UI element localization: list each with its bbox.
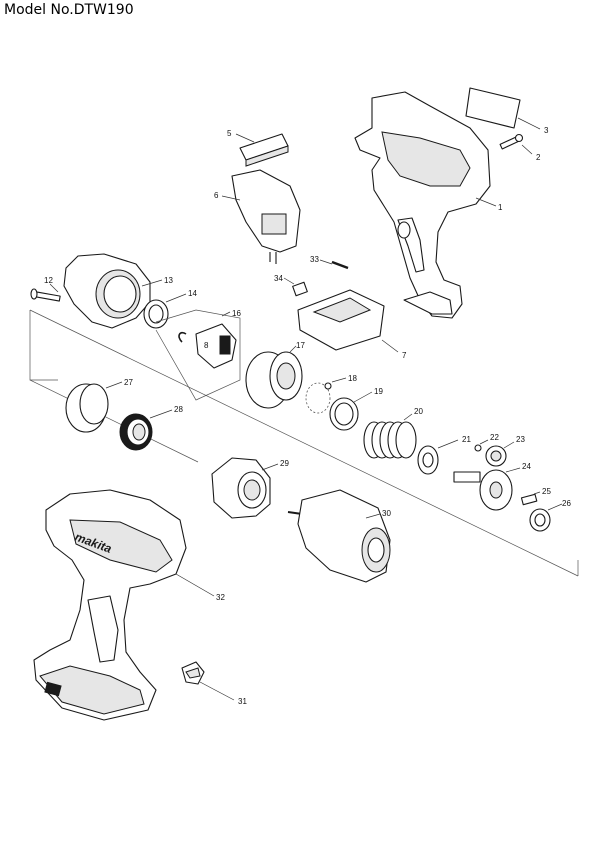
part-32-housing-set: makita 32 (33, 489, 225, 721)
part-23-gear: 23 (485, 435, 525, 467)
callout-21: 21 (462, 435, 471, 444)
callout-18: 18 (348, 374, 357, 383)
part-2-screw: 2 (499, 133, 541, 162)
part-16-anvil: 16 8 (155, 309, 241, 401)
model-number-title: Model No.DTW190 (4, 2, 134, 18)
part-1-housing-half: 1 (354, 91, 503, 319)
callout-23: 23 (516, 435, 525, 444)
part-20-spring: 20 (363, 407, 423, 459)
part-28-ball-bearing: 28 (119, 405, 183, 451)
callout-1: 1 (498, 203, 503, 212)
callout-34: 34 (274, 274, 283, 283)
part-27-ring: 27 (65, 378, 133, 433)
part-21-washer: 21 (417, 435, 471, 475)
part-31-latch: 31 (181, 661, 247, 706)
callout-29: 29 (280, 459, 289, 468)
callout-6: 6 (214, 191, 219, 200)
callout-8: 8 (204, 341, 209, 350)
callout-31: 31 (238, 697, 247, 706)
part-12-screw: 12 (30, 276, 61, 302)
part-24-spindle: 24 (453, 462, 531, 511)
callout-7: 7 (402, 351, 407, 360)
callout-28: 28 (174, 405, 183, 414)
part-6-switch: 6 (214, 169, 301, 264)
part-33-pin: 33 (310, 255, 349, 270)
part-13-hammer-case: 13 (63, 253, 173, 329)
callout-32: 32 (216, 593, 225, 602)
callout-5: 5 (227, 129, 232, 138)
callout-19: 19 (374, 387, 383, 396)
callout-24: 24 (522, 462, 531, 471)
callout-27: 27 (124, 378, 133, 387)
group-boundary-lines (29, 309, 579, 577)
callout-13: 13 (164, 276, 173, 285)
part-29-internal-gear: 29 (211, 457, 289, 519)
callout-16: 16 (232, 309, 241, 318)
part-17-hammer: 17 (245, 341, 305, 409)
part-34-sleeve: 34 (274, 274, 308, 297)
callout-25: 25 (542, 487, 551, 496)
part-14-washer: 14 (143, 289, 197, 329)
callout-30: 30 (382, 509, 391, 518)
callout-33: 33 (310, 255, 319, 264)
callout-20: 20 (414, 407, 423, 416)
callout-12: 12 (44, 276, 53, 285)
callout-2: 2 (536, 153, 541, 162)
part-18-steel-ball: 18 (305, 374, 357, 414)
part-7-terminal-holder: 7 (297, 289, 407, 360)
callout-14: 14 (188, 289, 197, 298)
callout-26: 26 (562, 499, 571, 508)
part-3-nameplate: 3 (465, 87, 549, 135)
part-30-dc-motor: 30 (287, 489, 391, 583)
part-26-washer: 26 (529, 499, 571, 532)
part-5-switch-lever: 5 (227, 129, 289, 167)
callout-3: 3 (544, 126, 549, 135)
callout-17: 17 (296, 341, 305, 350)
part-25-pin: 25 (520, 487, 551, 506)
callout-22: 22 (490, 433, 499, 442)
part-22-steel-ball: 22 (474, 433, 499, 452)
part-19-flat-washer: 19 (329, 387, 383, 431)
